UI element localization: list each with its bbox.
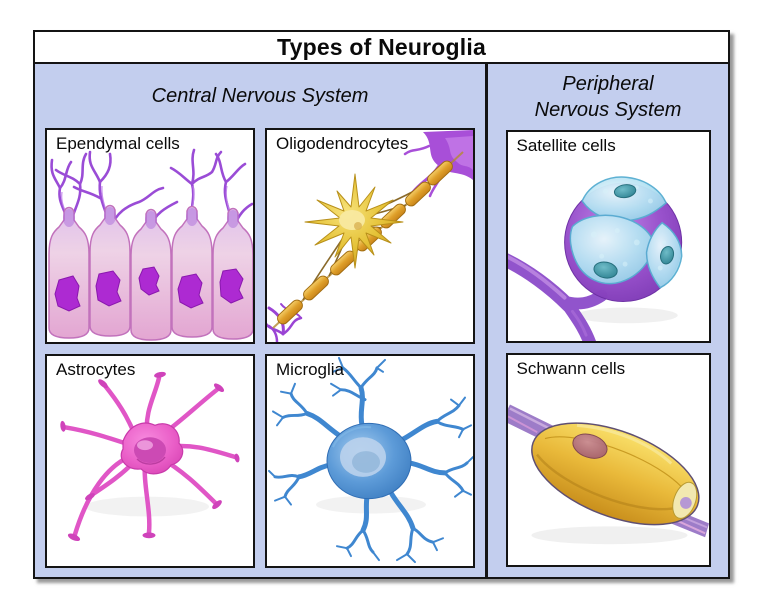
oligodendrocytes-illustration [267, 130, 473, 342]
astrocytes-illustration [60, 371, 240, 542]
satellite-cells-illustration [507, 176, 682, 341]
panel-label-oligodendrocytes: Oligodendrocytes [276, 134, 409, 153]
panel-label-satellite: Satellite cells [516, 136, 616, 155]
panel-label-schwann: Schwann cells [516, 359, 626, 378]
panel-label-microglia: Microglia [276, 360, 345, 379]
panel-oligodendrocytes: Oligodendrocytes [265, 128, 475, 344]
panel-ependymal-cells: Ependymal cells [45, 128, 255, 344]
schwann-cells-illustration [507, 404, 709, 545]
diagram-title: Types of Neuroglia [35, 32, 728, 64]
panel-microglia: Microglia [265, 354, 475, 568]
pns-panel-grid: Satellite cells [488, 130, 728, 567]
pns-header: Peripheral Nervous System [534, 73, 682, 121]
panel-label-ependymal: Ependymal cells [56, 134, 180, 153]
microglia-illustration [268, 356, 473, 564]
panel-astrocytes: Astrocytes [45, 354, 255, 568]
section-pns: Peripheral Nervous System Satellite cell… [488, 64, 728, 577]
cns-header: Central Nervous System [151, 85, 369, 107]
diagram-body: Central Nervous System Ependymal cells [35, 64, 728, 577]
section-divider [485, 64, 488, 577]
panel-satellite-cells: Satellite cells [505, 130, 711, 343]
section-cns: Central Nervous System Ependymal cells [35, 64, 485, 577]
cns-panel-grid: Ependymal cells [35, 128, 485, 568]
panel-label-astrocytes: Astrocytes [56, 360, 136, 379]
panel-schwann-cells: Schwann cells [505, 353, 711, 567]
diagram-frame: Types of Neuroglia Central Nervous Syste… [33, 30, 730, 579]
ependymal-cells-illustration [48, 148, 253, 341]
